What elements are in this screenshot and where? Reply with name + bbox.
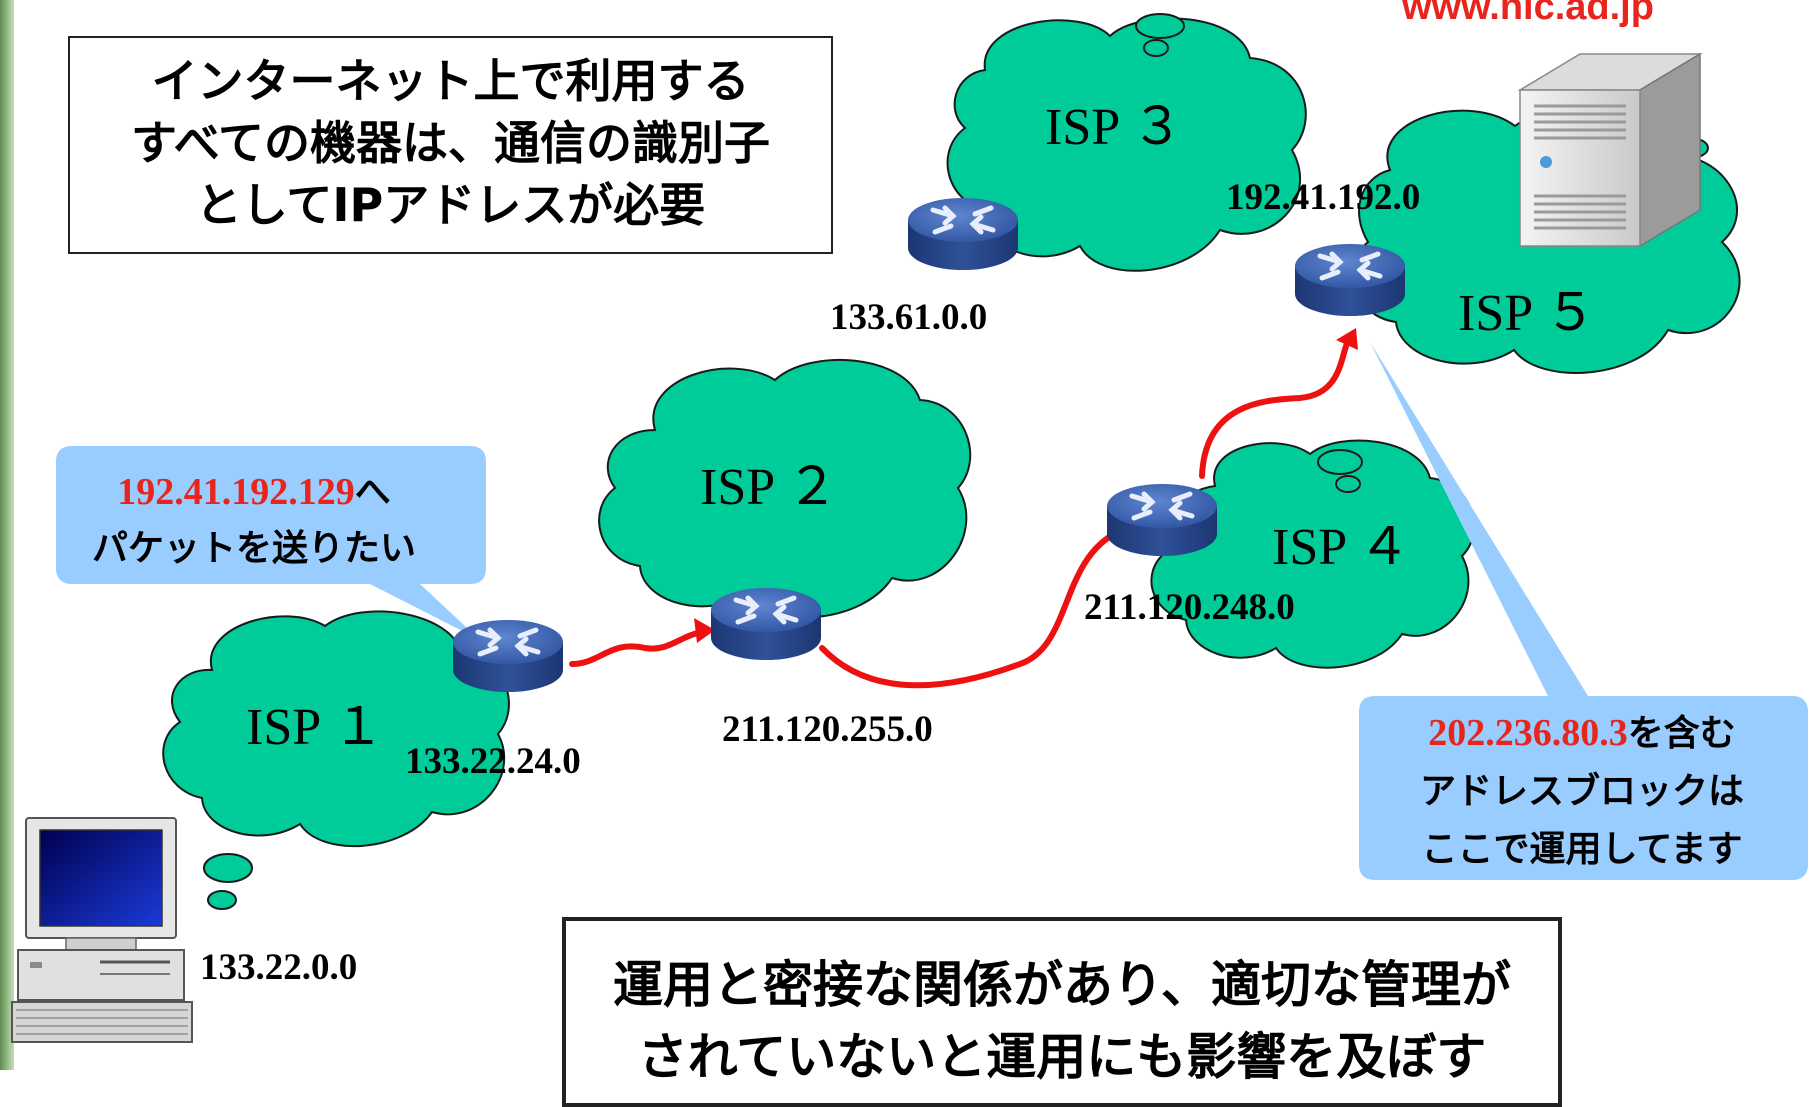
isp4-router-ip: 211.120.248.0 bbox=[1084, 587, 1295, 628]
isp3-router-ip: 133.61.0.0 bbox=[830, 297, 988, 338]
send-callout-text: 192.41.192.129へ パケットを送りたい bbox=[54, 464, 454, 577]
server-hostname: www.nic.ad.jp bbox=[1402, 0, 1654, 28]
isp4-cloud bbox=[1150, 439, 1476, 669]
intro-note-line-1: インターネット上で利用する bbox=[151, 54, 750, 108]
isp1-cloud bbox=[162, 610, 510, 848]
isp2-cloud bbox=[598, 358, 972, 619]
block-callout-line-1: 202.236.80.3を含む bbox=[1357, 704, 1807, 763]
isp4-label: ISP ４ bbox=[1272, 519, 1411, 576]
isp3-router bbox=[908, 198, 1018, 270]
isp5-router bbox=[1295, 244, 1405, 316]
send-callout-line-2: パケットを送りたい bbox=[91, 528, 416, 569]
isp3-cloud-puff-small bbox=[1143, 39, 1169, 57]
block-callout-line-2: アドレスブロックは bbox=[1419, 771, 1744, 812]
host-ip: 133.22.0.0 bbox=[200, 947, 358, 988]
isp2-label: ISP ２ bbox=[700, 459, 839, 516]
desktop-pc-icon bbox=[11, 817, 193, 1043]
send-callout-suffix: へ bbox=[354, 472, 391, 513]
block-callout-suffix: を含む bbox=[1627, 713, 1736, 754]
server-icon bbox=[1517, 52, 1703, 248]
destination-ip: 192.41.192.129 bbox=[117, 471, 355, 513]
packet-path bbox=[569, 335, 1353, 689]
isp1-router-ip: 133.22.24.0 bbox=[405, 741, 581, 782]
isp1-cloud-puff bbox=[203, 853, 253, 883]
isp3-label: ISP ３ bbox=[1045, 99, 1184, 156]
summary-note-line-1: 運用と密接な関係があり、適切な管理が bbox=[613, 956, 1511, 1014]
slide-side-stripe bbox=[0, 0, 14, 1070]
send-callout-bubble bbox=[56, 446, 486, 640]
isp2-router-ip: 211.120.255.0 bbox=[722, 709, 933, 750]
block-callout-line-3: ここで運用してます bbox=[1421, 829, 1743, 870]
isp4-cloud-puff bbox=[1317, 449, 1363, 475]
isp5-router-ip: 192.41.192.0 bbox=[1226, 177, 1421, 218]
isp4-router bbox=[1107, 484, 1217, 556]
block-ip: 202.236.80.3 bbox=[1428, 712, 1628, 754]
isp5-label: ISP ５ bbox=[1458, 285, 1597, 342]
isp1-cloud-puff-small bbox=[207, 890, 237, 910]
summary-note-box: 運用と密接な関係があり、適切な管理が されていないと運用にも影響を及ぼす bbox=[562, 917, 1562, 1107]
send-callout-line-1: 192.41.192.129へ bbox=[54, 464, 454, 521]
intro-note-line-2: すべての機器は、通信の識別子 bbox=[131, 116, 770, 170]
network-diagram bbox=[11, 13, 1808, 1043]
summary-note-line-2: されていないと運用にも影響を及ぼす bbox=[637, 1028, 1487, 1086]
isp4-cloud-puff-small bbox=[1335, 475, 1361, 493]
block-callout-bubble bbox=[1359, 342, 1808, 880]
isp1-label: ISP １ bbox=[246, 699, 385, 756]
isp1-router bbox=[453, 620, 563, 692]
block-callout-text: 202.236.80.3を含む アドレスブロックは ここで運用してます bbox=[1357, 704, 1807, 879]
intro-note-line-3: としてIPアドレスが必要 bbox=[195, 178, 706, 232]
isp3-cloud-puff bbox=[1135, 13, 1185, 39]
isp2-router bbox=[711, 588, 821, 660]
intro-note-box: インターネット上で利用する すべての機器は、通信の識別子 としてIPアドレスが必… bbox=[68, 36, 833, 254]
